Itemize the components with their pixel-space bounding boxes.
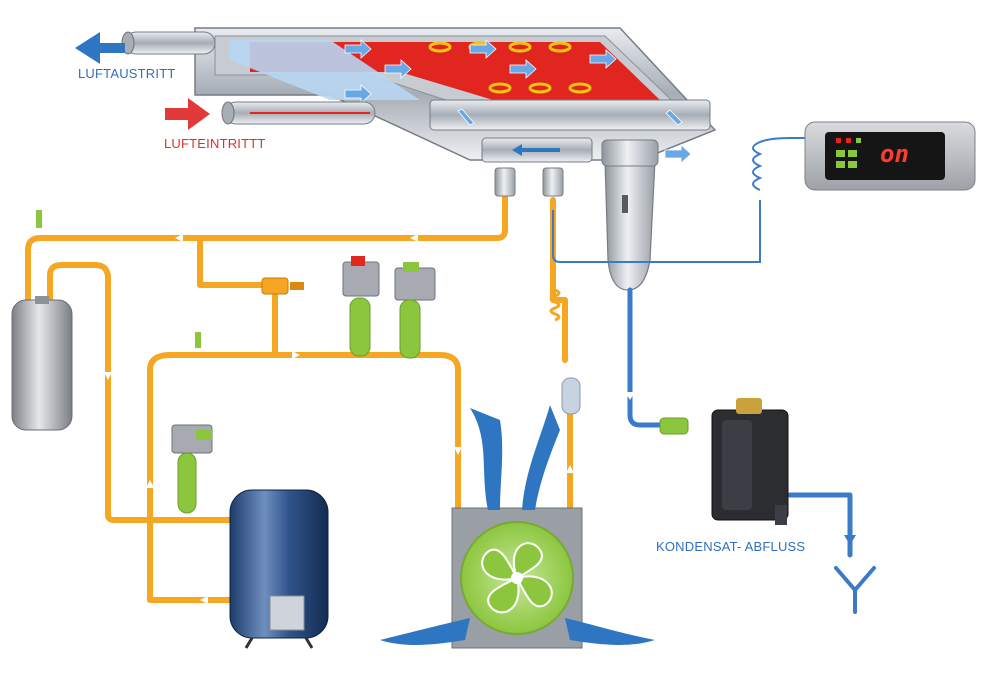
fan-airflow-arrows — [380, 405, 655, 645]
refrigerant-flow-arrows — [104, 234, 574, 604]
air-inlet-label: LUFTEINTRITTT — [164, 136, 266, 151]
air-flow-arrows — [625, 392, 635, 400]
air-inlet-arrow-icon — [165, 98, 210, 130]
controller-status-leds — [836, 138, 861, 168]
condensate-arrow — [844, 535, 856, 545]
valves — [171, 256, 689, 514]
refrigerant-lines — [25, 192, 573, 603]
capillary-coil — [549, 288, 561, 322]
air-outlet-label: LUFTAUSTRITT — [78, 66, 176, 81]
fan-blade-icon — [481, 542, 553, 614]
controller-unit — [804, 121, 976, 191]
condensate-drain-label: KONDENSAT- ABFLUSS — [656, 539, 806, 554]
controller-display: on — [880, 140, 909, 168]
condensate-drain-unit — [711, 398, 789, 525]
liquid-receiver — [11, 210, 73, 431]
condenser-fan — [451, 507, 583, 649]
sensor-wire — [552, 137, 810, 263]
air-outlet-arrow-icon — [75, 32, 125, 64]
drain-funnel-icon — [834, 566, 876, 614]
buffer-tank — [229, 489, 329, 649]
heat-exchanger — [121, 27, 717, 291]
